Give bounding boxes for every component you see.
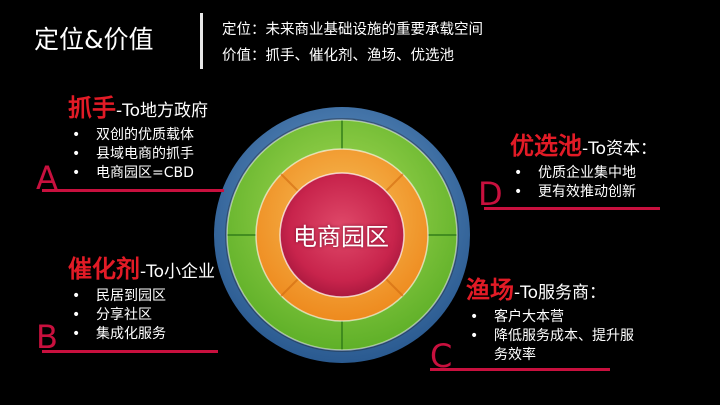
block-c: 渔场-To服务商： 客户大本营 降低服务成本、提升服务效率 — [466, 278, 646, 365]
list-item: 电商园区=CBD — [68, 164, 208, 183]
block-a-name: 抓手 — [68, 94, 116, 122]
block-c-underline — [430, 368, 610, 371]
letter-b: B — [36, 318, 58, 356]
list-item: 双创的优质载体 — [68, 126, 208, 145]
list-item: 优质企业集中地 — [510, 164, 657, 183]
title-divider — [200, 13, 203, 69]
center-label: 电商园区 — [293, 223, 389, 251]
letter-c: C — [430, 337, 453, 375]
block-c-title: 渔场-To服务商： — [466, 278, 646, 302]
block-b-title: 催化剂-To小企业 — [68, 257, 215, 281]
block-a-underline — [42, 189, 224, 192]
block-d-underline — [484, 207, 660, 210]
letter-d: D — [478, 175, 503, 213]
block-b-bullets: 民居到园区 分享社区 集成化服务 — [68, 287, 215, 344]
block-d-title: 优选池-To资本： — [510, 134, 657, 158]
list-item: 县域电商的抓手 — [68, 145, 208, 164]
letter-a: A — [36, 159, 58, 197]
center-circle — [280, 173, 404, 297]
block-c-subtitle: -To服务商： — [514, 283, 607, 303]
list-item: 民居到园区 — [68, 287, 215, 306]
block-d-subtitle: -To资本： — [582, 139, 658, 159]
block-a-subtitle: -To地方政府 — [116, 101, 209, 121]
block-c-name: 渔场 — [466, 276, 514, 304]
block-d: 优选池-To资本： 优质企业集中地 更有效推动创新 — [510, 134, 657, 202]
list-item: 分享社区 — [68, 306, 215, 325]
positioning-text: 定位：未来商业基础设施的重要承载空间 — [222, 22, 483, 38]
page-title: 定位&价值 — [34, 25, 154, 54]
block-b-subtitle: -To小企业 — [140, 262, 216, 282]
block-d-name: 优选池 — [510, 132, 582, 160]
list-item: 降低服务成本、提升服务效率 — [466, 327, 636, 365]
block-b-underline — [42, 350, 218, 353]
block-c-bullets: 客户大本营 降低服务成本、提升服务效率 — [466, 308, 636, 365]
block-d-bullets: 优质企业集中地 更有效推动创新 — [510, 164, 657, 202]
value-text: 价值：抓手、催化剂、渔场、优选池 — [222, 48, 454, 64]
block-a-bullets: 双创的优质载体 县域电商的抓手 电商园区=CBD — [68, 126, 208, 183]
block-a-title: 抓手-To地方政府 — [68, 96, 208, 120]
list-item: 集成化服务 — [68, 325, 215, 344]
block-b: 催化剂-To小企业 民居到园区 分享社区 集成化服务 — [68, 257, 215, 344]
block-b-name: 催化剂 — [68, 255, 140, 283]
block-a: 抓手-To地方政府 双创的优质载体 县域电商的抓手 电商园区=CBD — [68, 96, 208, 183]
list-item: 更有效推动创新 — [510, 183, 657, 202]
list-item: 客户大本营 — [466, 308, 636, 327]
